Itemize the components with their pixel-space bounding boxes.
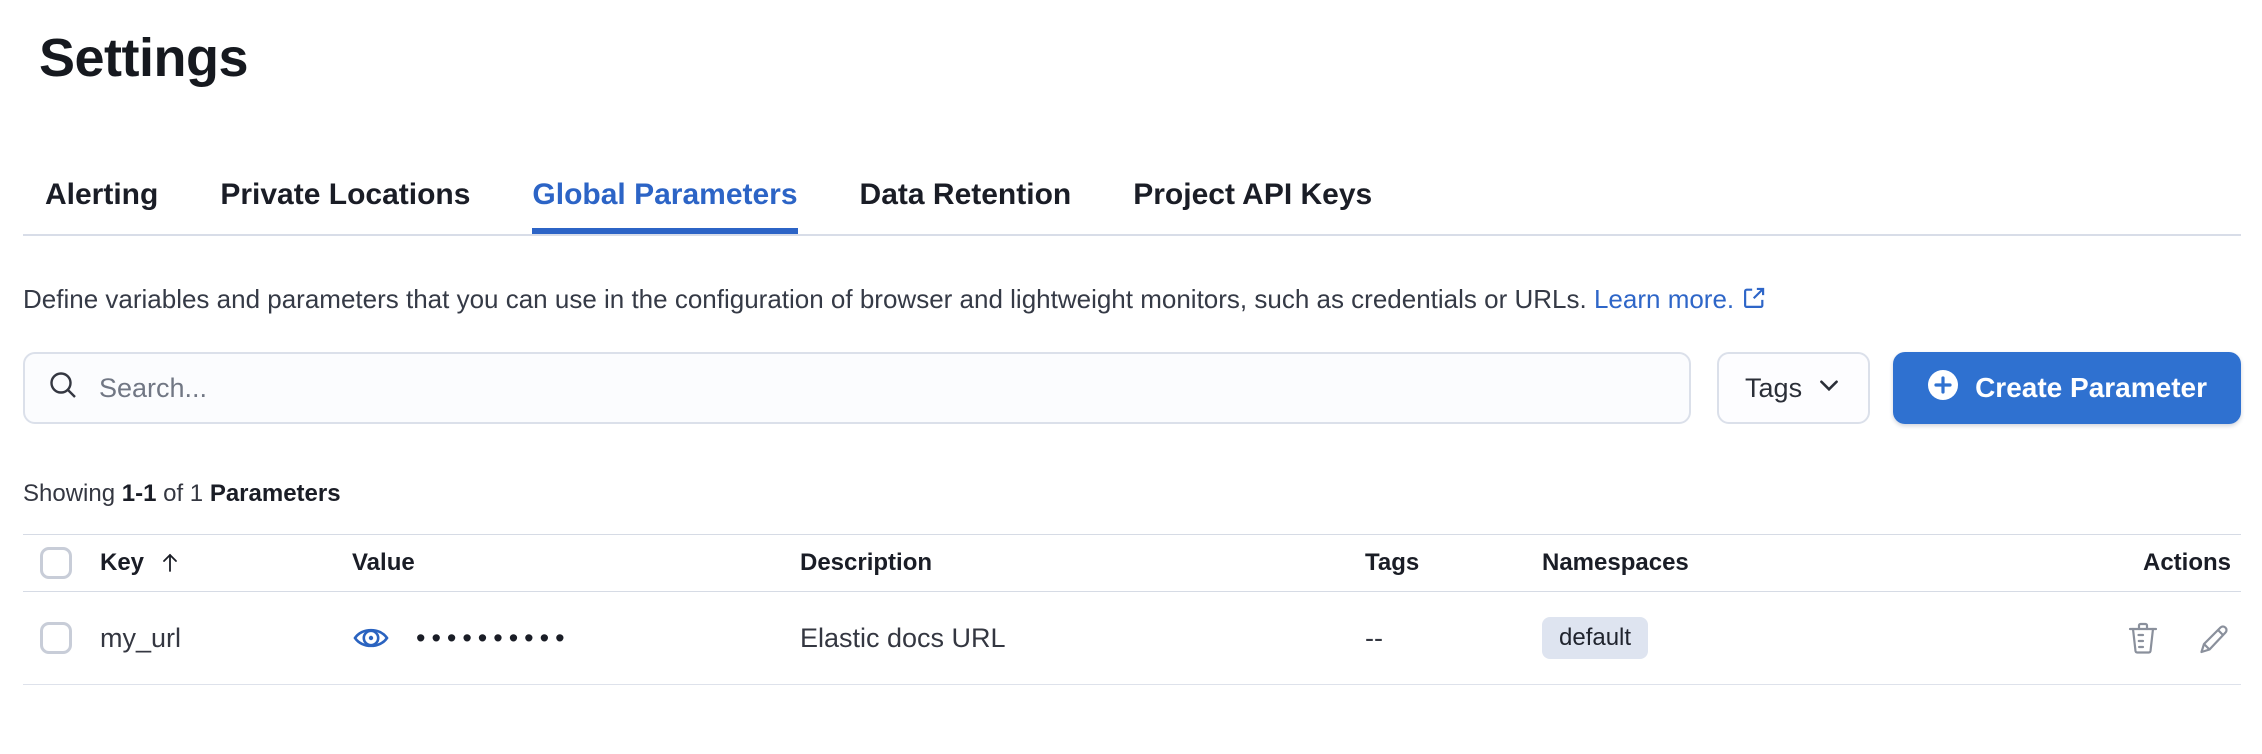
trash-icon — [2127, 622, 2159, 658]
chevron-down-icon — [1816, 372, 1842, 405]
description-text: Define variables and parameters that you… — [23, 284, 1587, 314]
tab-private-locations[interactable]: Private Locations — [220, 178, 471, 211]
pencil-icon — [2197, 625, 2231, 658]
summary-prefix: Showing — [23, 480, 116, 507]
create-parameter-label: Create Parameter — [1975, 372, 2207, 403]
tab-global-parameters[interactable]: Global Parameters — [532, 178, 797, 234]
column-header-actions: Actions — [2142, 549, 2231, 576]
row-value-cell: •••••••••• — [352, 623, 800, 654]
summary-range: 1-1 — [121, 480, 157, 507]
namespace-badge: default — [1542, 617, 1649, 659]
header-checkbox-cell — [23, 547, 100, 579]
select-all-checkbox[interactable] — [40, 547, 72, 579]
plus-in-circle-icon — [1927, 369, 1959, 408]
eye-icon — [352, 628, 390, 656]
sort-ascending-icon — [158, 551, 182, 575]
summary-of: of — [163, 480, 184, 507]
table-row: my_url •••••••••• Elastic docs URL -- de… — [23, 592, 2241, 685]
row-checkbox[interactable] — [40, 622, 72, 654]
create-parameter-button[interactable]: Create Parameter — [1893, 352, 2241, 424]
row-tags: -- — [1365, 622, 1383, 653]
page-description: Define variables and parameters that you… — [23, 274, 2233, 326]
column-header-tags[interactable]: Tags — [1365, 549, 1420, 576]
summary-entity: Parameters — [209, 480, 341, 507]
row-namespaces: default — [1542, 617, 1962, 659]
page-title: Settings — [39, 28, 249, 88]
table-header-row: Key Value Description Tags Namespaces Ac… — [23, 534, 2241, 592]
masked-value: •••••••••• — [416, 622, 571, 653]
parameters-table: Key Value Description Tags Namespaces Ac… — [23, 534, 2241, 685]
tab-data-retention[interactable]: Data Retention — [859, 178, 1072, 211]
search-input[interactable]: Search... — [23, 352, 1692, 424]
column-header-value[interactable]: Value — [352, 549, 415, 576]
results-summary: Showing 1-1 of 1 Parameters — [23, 480, 2241, 508]
row-checkbox-cell — [23, 622, 100, 654]
edit-parameter-button[interactable] — [2197, 621, 2231, 655]
tags-filter-button[interactable]: Tags — [1717, 352, 1871, 424]
learn-more-link[interactable]: Learn more. — [1593, 284, 1735, 314]
column-header-key[interactable]: Key — [100, 549, 352, 577]
column-header-description[interactable]: Description — [800, 549, 933, 576]
row-key: my_url — [100, 622, 182, 653]
external-link-icon[interactable] — [1742, 276, 1767, 326]
search-icon — [47, 369, 81, 408]
reveal-value-button[interactable] — [352, 623, 390, 653]
delete-parameter-button[interactable] — [2127, 621, 2159, 655]
tab-project-api-keys[interactable]: Project API Keys — [1133, 178, 1373, 211]
tab-alerting[interactable]: Alerting — [45, 178, 159, 211]
parameters-toolbar: Search... Tags Create Parameter — [23, 352, 2241, 424]
column-header-namespaces[interactable]: Namespaces — [1542, 549, 1689, 576]
settings-tabs: Alerting Private Locations Global Parame… — [23, 178, 2241, 236]
search-placeholder: Search... — [99, 372, 208, 403]
tags-filter-label: Tags — [1745, 372, 1803, 403]
row-description: Elastic docs URL — [800, 622, 1006, 653]
summary-total: 1 — [189, 480, 204, 507]
settings-page: Settings Alerting Private Locations Glob… — [0, 26, 2262, 754]
row-actions — [1962, 621, 2241, 655]
